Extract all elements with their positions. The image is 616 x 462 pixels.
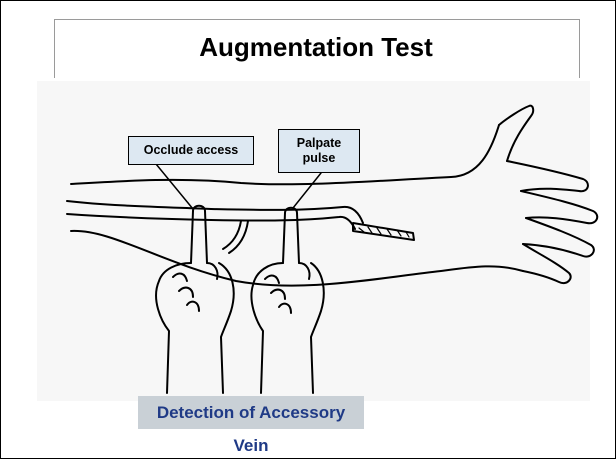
palpate-pulse-callout: Palpate pulse [278, 129, 360, 173]
arm-lower-contour [71, 231, 523, 286]
right-hand-index-finger [285, 208, 299, 263]
callout-pointer-palpate [293, 173, 321, 208]
graft-segment [353, 223, 414, 240]
left-hand-index-finger [193, 206, 207, 263]
hand-thumb [499, 106, 533, 161]
left-hand-fist [156, 263, 234, 393]
hand-finger-1 [507, 161, 588, 191]
access-vessel-lower [67, 214, 355, 229]
hand-finger-2 [521, 191, 597, 223]
caption-banner: Detection of Accessory Vein [138, 396, 364, 429]
occlude-access-callout: Occlude access [128, 136, 254, 165]
right-hand-fist [251, 263, 323, 393]
callout-pointer-occlude [156, 164, 193, 209]
